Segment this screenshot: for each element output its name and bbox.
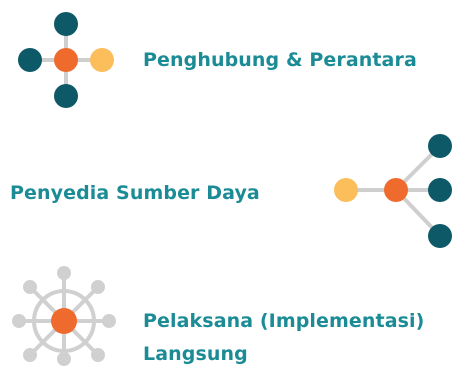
gray-node-top [57, 266, 71, 280]
left-teal-node [18, 48, 42, 72]
implementer-label-line1: Pelaksana (Implementasi) [143, 310, 425, 332]
gray-node-bottom-left [23, 348, 37, 362]
gray-node-top-right [91, 280, 105, 294]
top-right-teal-node [428, 134, 452, 158]
broker-label: Penghubung & Perantara [143, 49, 417, 71]
bottom-teal-node [54, 84, 78, 108]
broker-network-icon [18, 12, 114, 108]
resource-provider-network-icon [334, 134, 452, 248]
center-orange-node [384, 178, 408, 202]
direct-implementer-wheel-icon [12, 266, 116, 366]
gray-node-bottom [57, 352, 71, 366]
gray-node-top-left [23, 280, 37, 294]
gray-node-bottom-right [91, 348, 105, 362]
left-yellow-node [334, 178, 358, 202]
center-orange-node [51, 308, 77, 334]
gray-node-right [102, 314, 116, 328]
bottom-right-teal-node [428, 224, 452, 248]
implementer-label-line2: Langsung [143, 343, 248, 365]
gray-node-left [12, 314, 26, 328]
right-yellow-node [90, 48, 114, 72]
middle-right-teal-node [428, 178, 452, 202]
top-teal-node [54, 12, 78, 36]
wheel-rim [32, 289, 96, 353]
resource-provider-label: Penyedia Sumber Daya [10, 182, 260, 204]
center-orange-node [54, 48, 78, 72]
outer-gray-nodes [12, 266, 116, 366]
